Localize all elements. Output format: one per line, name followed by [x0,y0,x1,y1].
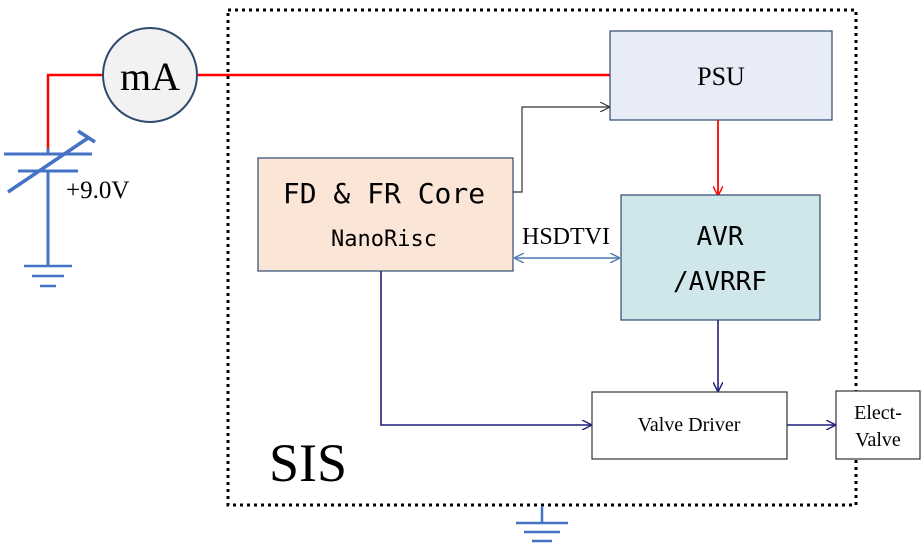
power-wire-left [46,73,104,148]
supply-voltage-label: +9.0V [66,177,129,204]
avr-line2: /AVRRF [673,267,767,297]
avr-line1: AVR [697,222,744,252]
elect-valve-line2: Valve [855,429,901,451]
core-to-psu-arrow [513,107,609,193]
hsdtvi-label: HSDTVI [522,224,610,250]
core-subtitle: NanoRisc [331,227,437,252]
core-title: FD & FR Core [283,177,485,210]
sis-boundary [226,8,858,507]
ground-icon-bottom [516,506,568,543]
valve-driver-label: Valve Driver [638,414,741,436]
ammeter-label: mA [120,54,180,99]
ammeter [102,27,198,123]
core-to-valve-driver-arrow [380,271,591,425]
battery-icon [4,129,96,266]
psu-block [609,30,833,121]
elect-valve-block [835,390,921,460]
elect-valve-line1: Elect- [854,402,902,424]
ground-icon-left [24,264,72,288]
core-block [257,157,514,272]
sis-label: SIS [269,433,347,493]
psu-label: PSU [697,62,745,91]
avr-block [620,194,821,321]
